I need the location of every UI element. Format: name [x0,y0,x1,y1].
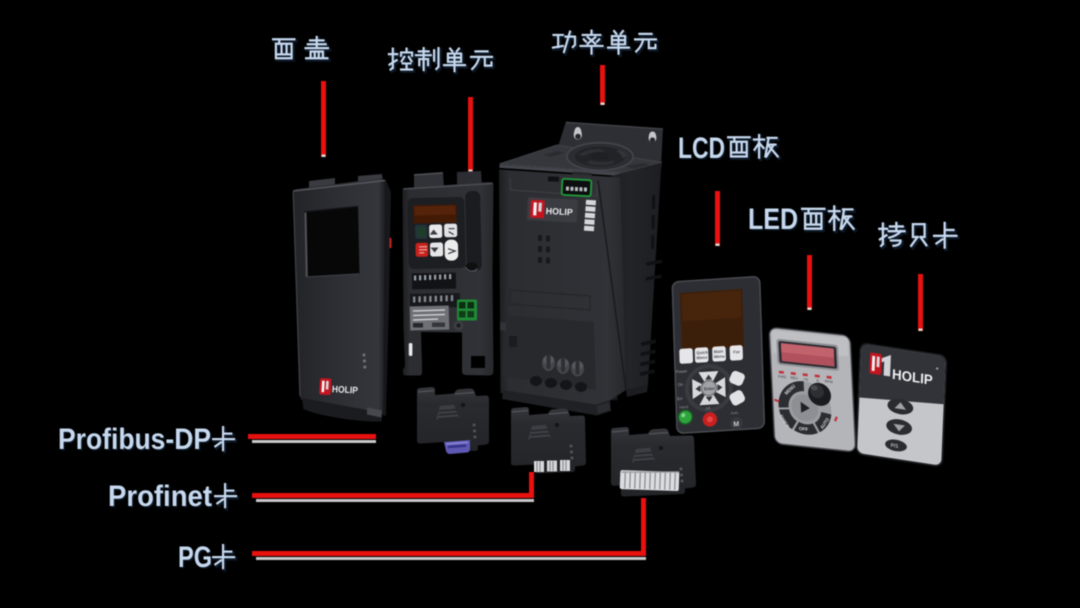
svg-text:PG: PG [178,541,212,574]
svg-text:PG: PG [179,543,213,576]
svg-text:RPM: RPM [825,380,833,385]
svg-text:FWD: FWD [778,375,787,380]
svg-text:Power: Power [676,368,688,374]
svg-text:Off: Off [706,407,711,411]
svg-text:Hand: Hand [679,405,688,410]
svg-text:Profibus-DP: Profibus-DP [58,423,211,456]
svg-text:Auto: Auto [731,411,738,415]
svg-text:LED: LED [748,203,798,236]
svg-text:AUTO: AUTO [819,417,830,430]
svg-text:LCD: LCD [678,132,725,165]
svg-text:Menu: Menu [714,354,726,360]
svg-text:Main: Main [714,349,724,355]
svg-text:LCD: LCD [679,134,726,167]
svg-text:For: For [733,349,740,354]
svg-text:HOLIP: HOLIP [546,206,573,217]
svg-text:HOLIP: HOLIP [332,384,359,396]
svg-text:On: On [678,382,683,387]
svg-text:Profinet: Profinet [108,480,212,513]
svg-text:SHIFT: SHIFT [778,414,789,428]
svg-text:Quick: Quick [696,350,708,356]
svg-text:OFF: OFF [799,426,809,432]
svg-text:A: A [816,379,819,383]
svg-text:Menu: Menu [696,355,708,361]
svg-text:Hz: Hz [804,377,809,381]
svg-text:Err: Err [677,396,683,401]
svg-text:REV: REV [790,376,798,381]
svg-text:Enter: Enter [704,386,715,392]
svg-text:P/1: P/1 [891,443,899,450]
svg-text:M: M [733,421,739,428]
svg-text:HOLIP: HOLIP [892,366,933,388]
svg-text:LED: LED [749,205,799,238]
svg-text:Profibus-DP: Profibus-DP [59,425,212,458]
svg-text:Profinet: Profinet [109,482,213,515]
